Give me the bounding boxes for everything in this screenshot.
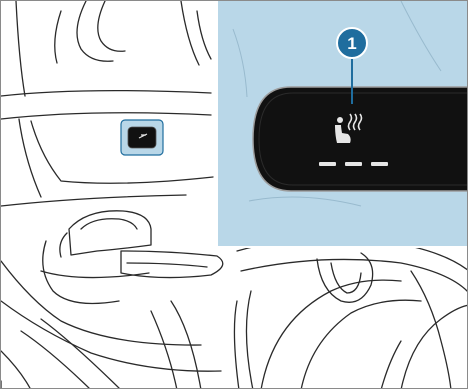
seat-heating-button[interactable] xyxy=(253,87,468,191)
door-button-highlight xyxy=(121,120,163,155)
callout-number: 1 xyxy=(347,34,356,53)
heating-level-indicator xyxy=(319,162,388,166)
detail-panel: 1 xyxy=(217,1,468,247)
